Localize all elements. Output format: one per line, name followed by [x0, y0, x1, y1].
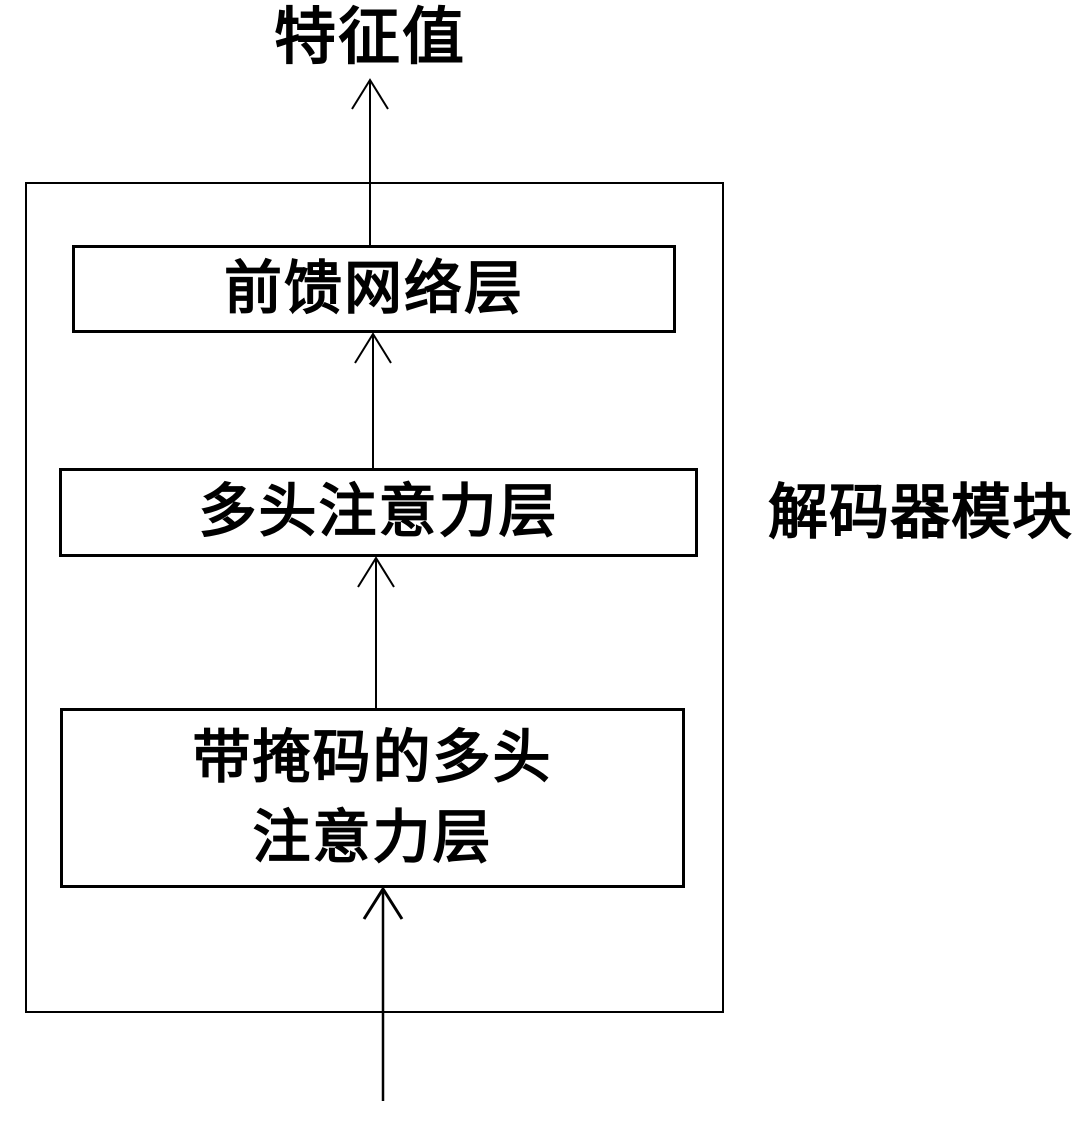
decoder-module-label: 解码器模块: [768, 479, 1073, 546]
decoder-module-box: [25, 182, 724, 1013]
multi-head-attention-layer-box: 多头注意力层: [59, 468, 698, 557]
output-value-label: 特征值: [273, 3, 466, 72]
masked-multi-head-attention-layer-box: 带掩码的多头 注意力层: [60, 708, 685, 888]
masked-to-attention-arrow: [357, 556, 395, 709]
output-arrow: [351, 78, 389, 246]
feed-forward-layer-label: 前馈网络层: [223, 255, 524, 321]
masked-label-line-2: 注意力层: [252, 805, 493, 870]
attention-to-feedforward-arrow: [354, 332, 392, 469]
input-arrow: [362, 886, 404, 1101]
feed-forward-layer-box: 前馈网络层: [72, 245, 676, 333]
masked-multi-head-attention-layer-label: 带掩码的多头 注意力层: [192, 718, 552, 878]
multi-head-attention-layer-label: 多头注意力层: [198, 479, 559, 545]
masked-label-line-1: 带掩码的多头: [192, 724, 553, 790]
